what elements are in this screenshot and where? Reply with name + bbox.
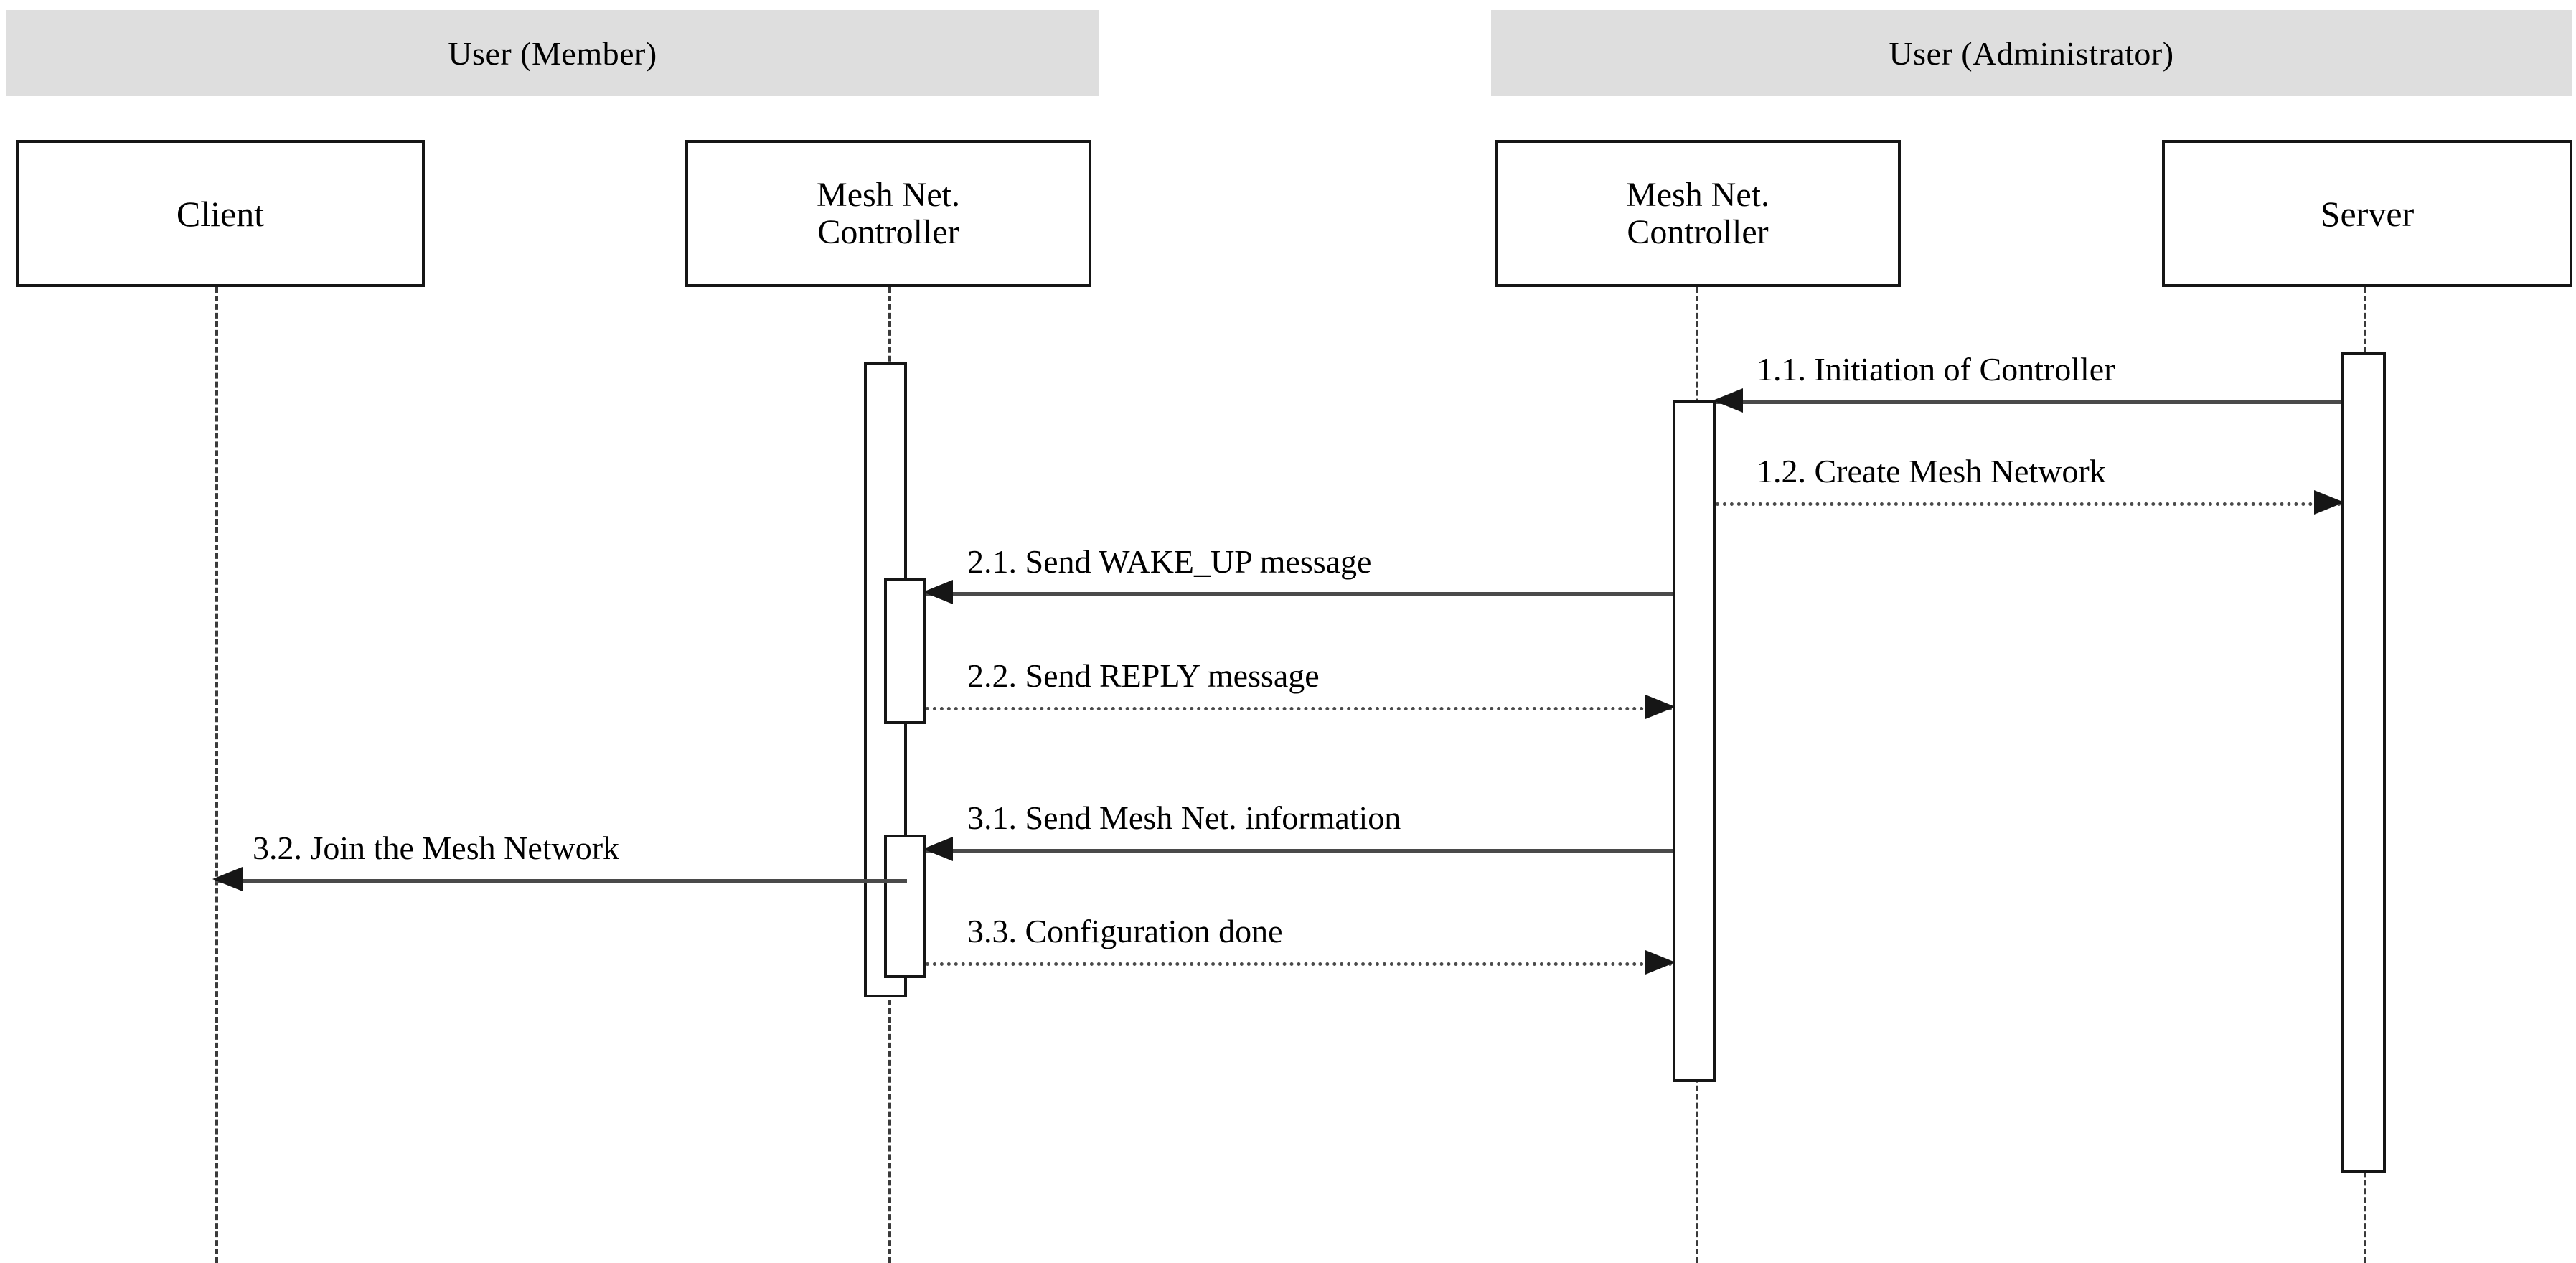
arrowhead-right-2-2 xyxy=(1645,695,1675,719)
activation-bar-server-main[interactable] xyxy=(2341,352,2386,1173)
message-label-3-3: 3.3. Configuration done xyxy=(967,913,1283,949)
arrowhead-left-2-1 xyxy=(923,580,953,604)
participant-box-admin-controller[interactable]: Mesh Net. Controller xyxy=(1495,140,1901,287)
message-label-2-1: 2.1. Send WAKE_UP message xyxy=(967,543,1372,580)
group-band-administrator: User (Administrator) xyxy=(1491,10,2572,96)
lifeline-stem-client xyxy=(215,287,218,1263)
activation-bar-member-controller-nested-1[interactable] xyxy=(884,578,926,724)
message-line-2-1 xyxy=(926,592,1673,596)
participant-label-member-controller-line1: Mesh Net. xyxy=(817,175,960,214)
arrowhead-left-1-1 xyxy=(1713,388,1743,413)
activation-bar-member-controller-nested-2[interactable] xyxy=(884,835,926,978)
group-band-member: User (Member) xyxy=(6,10,1099,96)
arrowhead-right-3-3 xyxy=(1645,950,1675,975)
message-line-2-2 xyxy=(926,707,1673,710)
participant-label-admin-controller-line2: Controller xyxy=(1627,212,1769,251)
message-line-1-1 xyxy=(1716,400,2341,404)
activation-bar-admin-controller-main[interactable] xyxy=(1673,400,1716,1082)
arrowhead-left-3-1 xyxy=(923,837,953,861)
group-band-administrator-label: User (Administrator) xyxy=(1889,34,2174,72)
message-label-2-2: 2.2. Send REPLY message xyxy=(967,657,1320,694)
arrowhead-right-1-2 xyxy=(2314,490,2344,515)
message-label-3-2: 3.2. Join the Mesh Network xyxy=(253,830,620,866)
group-band-member-label: User (Member) xyxy=(448,34,657,72)
message-label-3-1: 3.1. Send Mesh Net. information xyxy=(967,799,1401,836)
participant-box-server[interactable]: Server xyxy=(2162,140,2572,287)
message-label-1-1: 1.1. Initiation of Controller xyxy=(1757,351,2115,388)
participant-label-member-controller-line2: Controller xyxy=(817,212,959,251)
participant-label-admin-controller-line1: Mesh Net. xyxy=(1626,175,1769,214)
message-line-1-2 xyxy=(1716,502,2341,506)
message-line-3-3 xyxy=(926,962,1673,966)
participant-box-client[interactable]: Client xyxy=(16,140,425,287)
participant-label-server: Server xyxy=(2320,193,2415,234)
message-line-3-1 xyxy=(926,849,1673,853)
arrowhead-left-3-2 xyxy=(212,867,243,891)
message-line-3-2 xyxy=(215,879,907,883)
participant-box-member-controller[interactable]: Mesh Net. Controller xyxy=(685,140,1091,287)
participant-label-client: Client xyxy=(176,193,265,234)
message-label-1-2: 1.2. Create Mesh Network xyxy=(1757,453,2106,489)
